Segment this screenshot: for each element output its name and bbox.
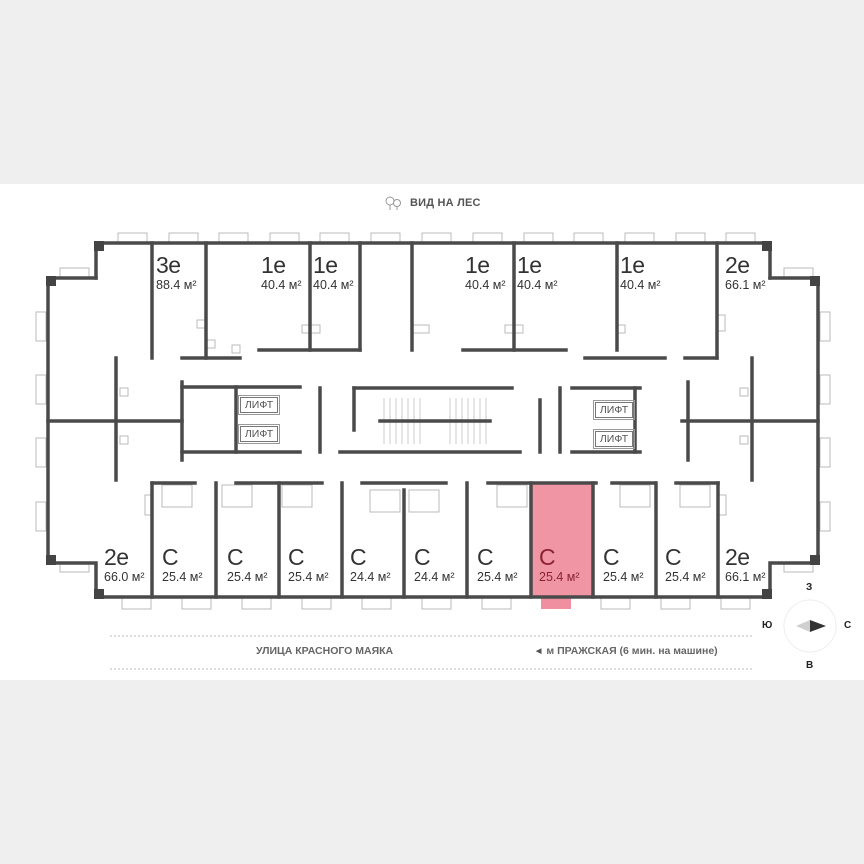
unit-area: 66.1 м² xyxy=(725,278,766,292)
unit-type: 2е xyxy=(104,544,129,570)
unit-area: 25.4 м² xyxy=(162,570,203,584)
metro-text: м ПРАЖСКАЯ (6 мин. на машине) xyxy=(546,645,718,657)
unit-type: С xyxy=(414,544,431,570)
unit-area: 25.4 м² xyxy=(227,570,268,584)
unit-area: 25.4 м² xyxy=(539,570,580,584)
unit-type: С xyxy=(227,544,244,570)
unit-type: С xyxy=(477,544,494,570)
unit-area: 88.4 м² xyxy=(156,278,197,292)
unit-area: 40.4 м² xyxy=(465,278,506,292)
unit-area: 24.4 м² xyxy=(414,570,455,584)
selected-unit-balcony xyxy=(541,597,571,609)
unit-type: С xyxy=(162,544,179,570)
street-label: УЛИЦА КРАСНОГО МАЯКА xyxy=(256,645,394,657)
unit-type: С xyxy=(350,544,367,570)
unit-area: 24.4 м² xyxy=(350,570,391,584)
unit-type: 1е xyxy=(465,252,490,278)
compass-south: Ю xyxy=(762,620,773,631)
view-direction-text: ВИД НА ЛЕС xyxy=(410,197,481,209)
view-direction-label: ВИД НА ЛЕС xyxy=(384,196,481,210)
unit-area: 25.4 м² xyxy=(603,570,644,584)
unit-type: 2е xyxy=(725,252,750,278)
unit-type: С xyxy=(539,544,556,570)
unit-type: 2е xyxy=(725,544,750,570)
unit-area: 40.4 м² xyxy=(620,278,661,292)
unit-type: 1е xyxy=(517,252,542,278)
lift-label: ЛИФТ xyxy=(238,395,280,415)
unit-type: С xyxy=(603,544,620,570)
lift-label: ЛИФТ xyxy=(593,400,635,420)
unit-type: С xyxy=(288,544,305,570)
trees-icon xyxy=(385,196,401,210)
unit-area: 66.0 м² xyxy=(104,570,145,584)
compass-north: С xyxy=(844,620,852,631)
compass-icon xyxy=(783,599,837,653)
unit-area: 40.4 м² xyxy=(313,278,354,292)
unit-type: 1е xyxy=(620,252,645,278)
compass-east: В xyxy=(806,660,814,671)
unit-area: 25.4 м² xyxy=(665,570,706,584)
lift-label: ЛИФТ xyxy=(593,429,635,449)
unit-area: 25.4 м² xyxy=(477,570,518,584)
metro-label: ◀ м ПРАЖСКАЯ (6 мин. на машине) xyxy=(536,645,718,657)
unit-area: 40.4 м² xyxy=(517,278,558,292)
unit-type: 3е xyxy=(156,252,181,278)
unit-type: 1е xyxy=(261,252,286,278)
selected-unit-highlight[interactable] xyxy=(531,483,593,597)
unit-type: С xyxy=(665,544,682,570)
lift-label: ЛИФТ xyxy=(238,424,280,444)
arrow-left-icon: ◀ xyxy=(536,648,542,655)
unit-area: 40.4 м² xyxy=(261,278,302,292)
unit-type: 1е xyxy=(313,252,338,278)
unit-area: 66.1 м² xyxy=(725,570,766,584)
compass-west: З xyxy=(806,582,813,593)
unit-area: 25.4 м² xyxy=(288,570,329,584)
